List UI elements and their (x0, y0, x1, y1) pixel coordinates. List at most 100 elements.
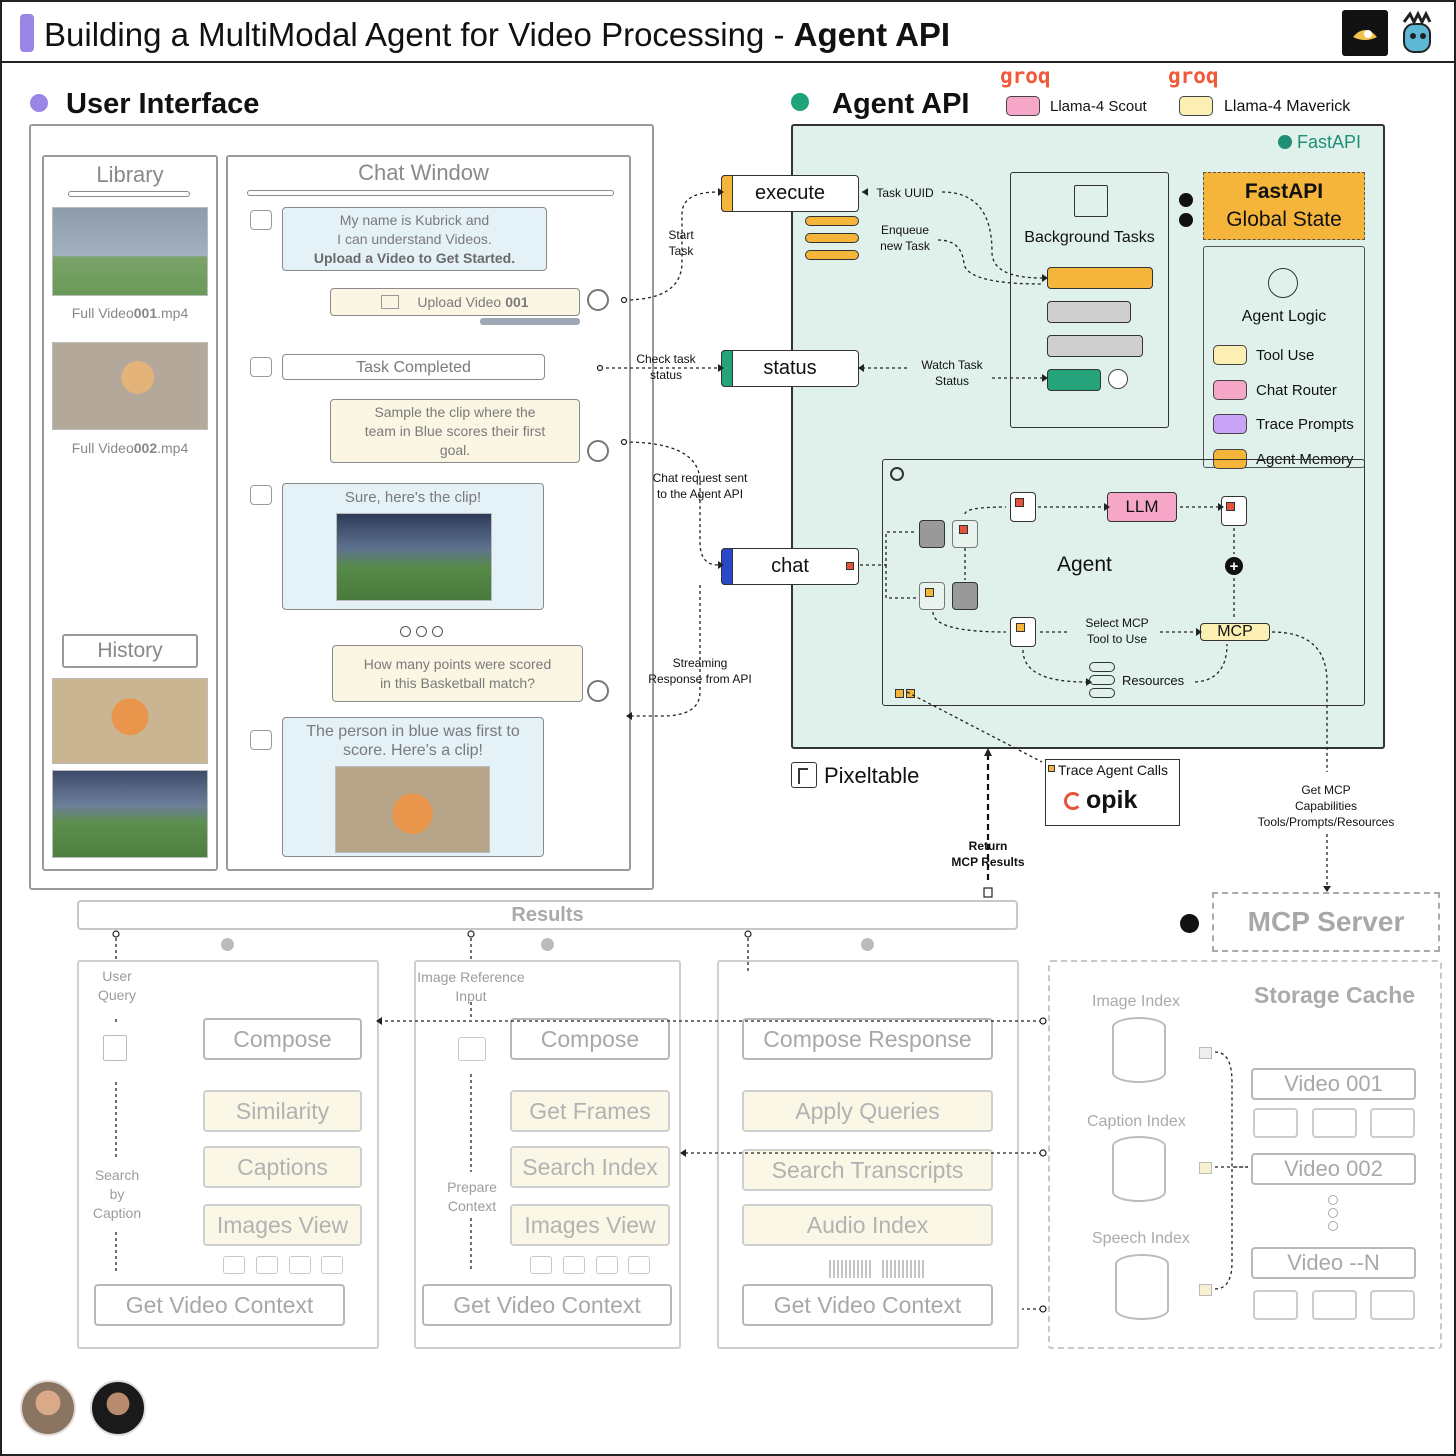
pencil-icon (1253, 1290, 1298, 1320)
col3-audio-index[interactable]: Audio Index (742, 1204, 993, 1246)
opik-icon (1064, 792, 1082, 810)
fastapi-logo: FastAPI (1278, 132, 1361, 153)
image-icon (223, 1256, 245, 1274)
waveform-icon (829, 1260, 871, 1278)
image-icon (628, 1256, 650, 1274)
reply1-clip-thumb[interactable] (336, 513, 492, 601)
prepare-context-label: Prepare Context (447, 1179, 497, 1214)
legend-label-trace-prompts: Trace Prompts (1256, 416, 1354, 433)
library-video-label-1: Full Video 001.mp4 (71, 305, 189, 321)
results-bar: Results (77, 900, 1018, 930)
header-title-prefix: Building a MultiModal Agent for Video Pr… (44, 16, 794, 53)
col1-captions[interactable]: Captions (203, 1146, 362, 1188)
trace-agent-calls-label: Trace Agent Calls (1058, 762, 1168, 778)
collapse-icon[interactable] (861, 938, 874, 951)
gear-icon (890, 467, 904, 481)
image-index-label: Image Index (1092, 993, 1181, 1010)
avatar (90, 1380, 146, 1436)
chat-user-message-1: Sample the clip where the team in Blue s… (330, 399, 580, 463)
chat-window-underline (247, 190, 614, 196)
task-uuid-label: Task UUID (876, 186, 934, 200)
library-thumb-soccer[interactable] (52, 207, 208, 296)
agent-node-router (952, 520, 978, 548)
return-mcp-label: Return MCP Results (951, 839, 1025, 869)
tool-column-3 (717, 960, 1019, 1349)
library-video-label-2: Full Video 002.mp4 (71, 440, 189, 456)
col2-get-video-context[interactable]: Get Video Context (422, 1284, 672, 1326)
col3-search-transcripts[interactable]: Search Transcripts (742, 1149, 993, 1191)
pixeltable-icon (791, 762, 817, 788)
endpoint-status[interactable]: status (721, 350, 859, 387)
user-query-label: User Query (97, 968, 137, 1003)
image-icon (1312, 1290, 1357, 1320)
col2-get-frames[interactable]: Get Frames (510, 1090, 670, 1132)
collapse-icon[interactable] (221, 938, 234, 951)
waveform-icon (882, 1260, 924, 1278)
caption-index-label: Caption Index (1087, 1113, 1186, 1130)
image-icon (530, 1256, 552, 1274)
waveform-icon (1370, 1290, 1415, 1320)
enqueue-label: Enqueue new Task (880, 223, 930, 253)
bot-icon-2 (250, 357, 272, 377)
cached-video-002[interactable]: Video 002 (1251, 1153, 1416, 1185)
col2-compose[interactable]: Compose (510, 1018, 670, 1060)
col1-get-video-context[interactable]: Get Video Context (94, 1284, 345, 1326)
endpoint-chat[interactable]: chat (721, 548, 859, 585)
start-task-label: Start Task (668, 228, 694, 258)
model-swatch-maverick (1179, 96, 1213, 116)
fastapi-icon (1278, 135, 1292, 149)
image-icon (321, 1256, 343, 1274)
index-port (1199, 1047, 1212, 1059)
mcp-server-dot (1180, 914, 1199, 933)
plus-icon: + (1225, 557, 1243, 575)
col1-similarity[interactable]: Similarity (203, 1090, 362, 1132)
legend-swatch-chat-router (1213, 380, 1247, 400)
task-bar-running (1047, 267, 1153, 289)
storage-cache-panel (1048, 960, 1442, 1349)
trace-ports (895, 685, 917, 698)
header-divider (2, 61, 1454, 63)
queue-item (805, 250, 859, 260)
history-thumb-soccer[interactable] (52, 770, 208, 858)
history-thumb-basketball[interactable] (52, 678, 208, 764)
user-icon-3 (587, 680, 609, 702)
library-title: Library (96, 162, 164, 187)
endpoint-execute[interactable]: execute (721, 175, 859, 212)
pixeltable-label: Pixeltable (824, 763, 920, 788)
col1-compose[interactable]: Compose (203, 1018, 362, 1060)
col1-images-view[interactable]: Images View (203, 1204, 362, 1246)
chat-user-message-2: How many points were scored in this Bask… (332, 645, 583, 702)
upload-video-button[interactable]: Upload Video 001 (330, 288, 580, 316)
col2-images-view[interactable]: Images View (510, 1204, 670, 1246)
tool-column-1 (77, 960, 379, 1349)
chevron-left-icon (1179, 213, 1193, 227)
storage-cache-title: Storage Cache (1254, 982, 1416, 1008)
library-thumb-basketball[interactable] (52, 342, 208, 430)
image-icon (596, 1256, 618, 1274)
chat-window-title: Chat Window (358, 160, 489, 185)
bot-icon-4 (250, 730, 272, 750)
chat-request-label: Chat request sent to the Agent API (652, 471, 748, 501)
collapse-icon[interactable] (541, 938, 554, 951)
chat-message-intro: My name is Kubrick and I can understand … (282, 207, 547, 271)
image-icon (289, 1256, 311, 1274)
get-mcp-label: Get MCP Capabilities Tools/Prompts/Resou… (1257, 783, 1395, 829)
bot-icon-3 (250, 485, 272, 505)
api-section-title: Agent API (832, 88, 970, 120)
agent-panel (882, 459, 1365, 706)
col3-compose-response[interactable]: Compose Response (742, 1018, 993, 1060)
groq-logo-2: groq (1168, 64, 1219, 88)
cached-video-n[interactable]: Video --N (1251, 1247, 1416, 1279)
legend-label-tool-use: Tool Use (1256, 347, 1315, 364)
clapper-icon (381, 295, 400, 309)
reply2-clip-thumb[interactable] (335, 766, 490, 853)
col3-apply-queries[interactable]: Apply Queries (742, 1090, 993, 1132)
user-icon-2 (587, 440, 609, 462)
check-status-label: Check task status (636, 352, 696, 382)
agent-logic-title: Agent Logic (1241, 308, 1327, 325)
mcp-server-box: MCP Server (1212, 892, 1440, 952)
col3-get-video-context[interactable]: Get Video Context (742, 1284, 993, 1326)
col2-search-index[interactable]: Search Index (510, 1146, 670, 1188)
api-section-dot (791, 93, 809, 111)
cached-video-001[interactable]: Video 001 (1251, 1068, 1416, 1100)
